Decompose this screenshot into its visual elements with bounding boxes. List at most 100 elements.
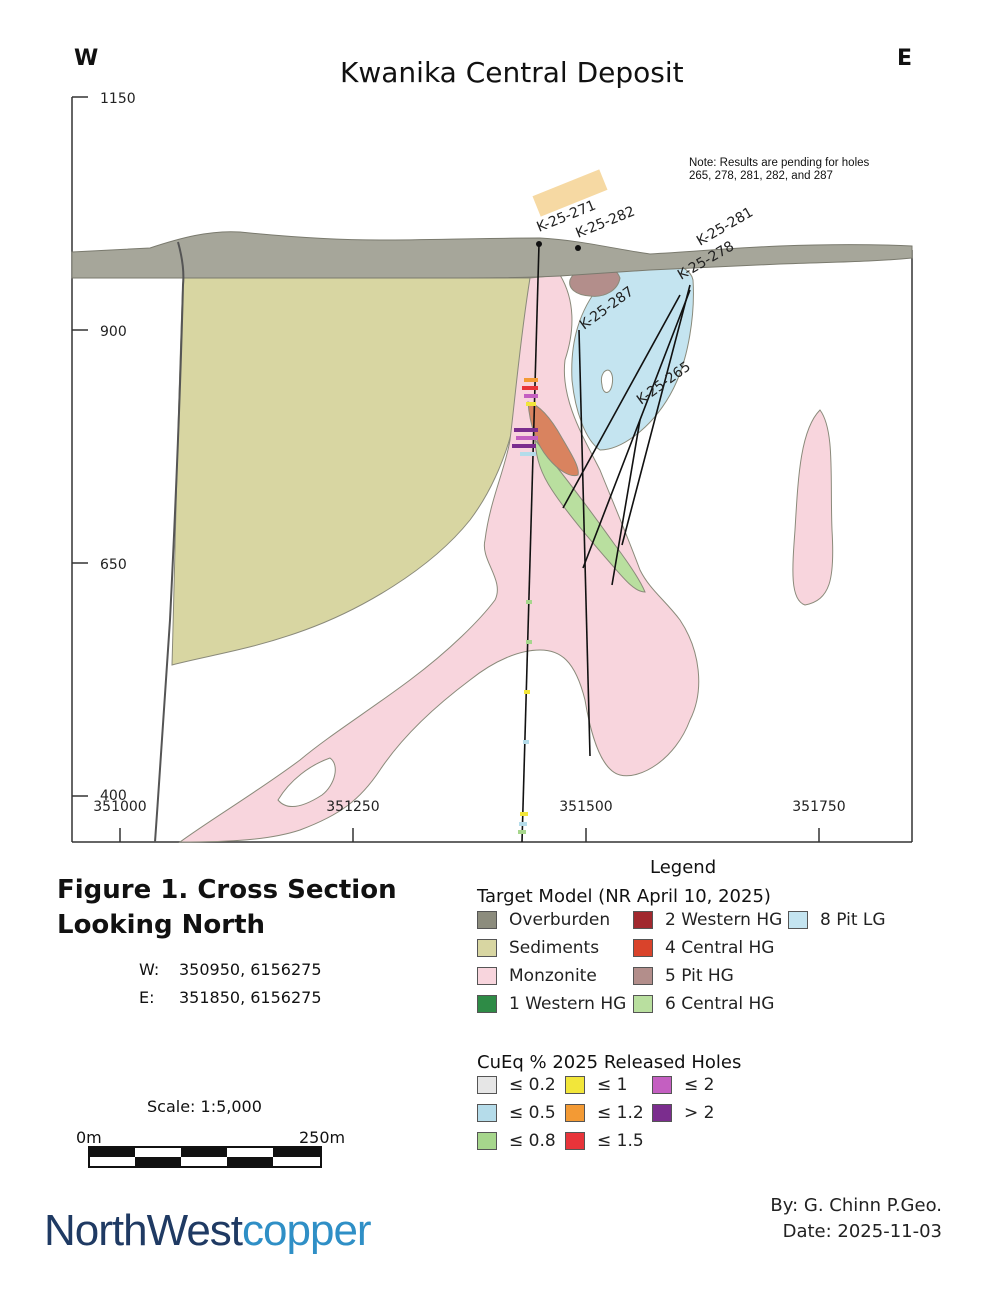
monzonite-inclusion	[277, 757, 336, 808]
assay-bar	[524, 394, 538, 398]
assay-bar	[526, 402, 536, 406]
central-hg-6-swatch	[633, 995, 653, 1013]
assay-bar	[520, 812, 528, 816]
elevation-label-1150: 1150	[100, 91, 136, 107]
legend-label: 6 Central HG	[665, 994, 775, 1014]
western-hg-1-swatch	[477, 995, 497, 1013]
easting-tick-marks	[119, 828, 820, 842]
pit-lg-8-swatch	[788, 911, 808, 929]
overburden-unit	[71, 231, 913, 279]
logo-part-northwest: NorthWest	[44, 1206, 243, 1255]
legend-item-western-hg-2: 2 Western HG	[633, 910, 782, 930]
assay-bar	[516, 436, 538, 440]
legend-label: ≤ 0.2	[509, 1075, 556, 1095]
figure-caption: Figure 1. Cross Section Looking North	[57, 873, 397, 943]
legend-label: ≤ 2	[684, 1075, 715, 1095]
central-hg-4-zone	[527, 401, 579, 477]
figure-caption-line-1: Figure 1. Cross Section	[57, 875, 397, 905]
sediments-unit	[171, 277, 531, 666]
legend-label: 1 Western HG	[509, 994, 627, 1014]
easting-label-351500: 351500	[559, 799, 612, 815]
cueq-item-1: ≤ 1	[565, 1075, 627, 1095]
legend-item-central-hg-4: 4 Central HG	[633, 938, 774, 958]
drill-trace-k25-265-a	[611, 419, 641, 586]
legend-label: 8 Pit LG	[820, 910, 886, 930]
w-coord-value: 350950, 6156275	[179, 960, 322, 979]
cueq-1-swatch	[565, 1076, 585, 1094]
figure-caption-line-2: Looking North	[57, 910, 266, 940]
assay-bars	[512, 378, 538, 834]
elevation-label-400: 400	[100, 788, 127, 804]
cueq-item-0-2: ≤ 0.2	[477, 1075, 556, 1095]
legend-item-sediments: Sediments	[477, 938, 599, 958]
cueq-item-1-2: ≤ 1.2	[565, 1103, 644, 1123]
drill-trace-k25-265-b	[621, 284, 691, 546]
legend-label: ≤ 1.2	[597, 1103, 644, 1123]
cueq-0-5-swatch	[477, 1104, 497, 1122]
legend-label: ≤ 0.5	[509, 1103, 556, 1123]
legend-title: Legend	[650, 857, 717, 878]
legend-label: Overburden	[509, 910, 611, 930]
author-line: By: G. Chinn P.Geo.	[770, 1195, 942, 1216]
assay-bar	[520, 452, 536, 456]
legend-label: Monzonite	[509, 966, 597, 986]
legend-label: ≤ 1.5	[597, 1131, 644, 1151]
scale-bar	[88, 1146, 322, 1168]
e-coord-label: E:	[139, 988, 155, 1007]
monzonite-unit-main	[178, 274, 700, 843]
drill-trace-k25-278	[582, 289, 691, 569]
scale-label: Scale: 1:5,000	[147, 1097, 262, 1116]
assay-bar	[526, 600, 532, 604]
northwestcopper-logo: NorthWestcopper	[44, 1206, 372, 1256]
easting-label-351000: 351000	[93, 799, 146, 815]
legend-item-monzonite: Monzonite	[477, 966, 597, 986]
drill-trace-k25-287	[578, 329, 591, 757]
assay-bar	[524, 378, 538, 382]
legend-item-overburden: Overburden	[477, 910, 610, 930]
scale-right-label: 250m	[299, 1128, 346, 1147]
assay-bar	[526, 640, 532, 644]
legend-item-pit-hg-5: 5 Pit HG	[633, 966, 734, 986]
assay-bar	[514, 428, 538, 432]
assay-bar	[523, 740, 529, 744]
assay-bar	[512, 444, 536, 448]
cueq-1-5-swatch	[565, 1132, 585, 1150]
overburden-swatch	[477, 911, 497, 929]
fault-line	[154, 241, 185, 843]
collar-k25-271	[536, 241, 542, 247]
cueq-item-0-5: ≤ 0.5	[477, 1103, 556, 1123]
k25-271-highlight	[532, 169, 608, 217]
easting-label-351750: 351750	[792, 799, 845, 815]
cueq-item-2: ≤ 2	[652, 1075, 714, 1095]
legend-label: 4 Central HG	[665, 938, 775, 958]
elevation-label-900: 900	[100, 324, 127, 340]
w-coord-label: W:	[139, 960, 160, 979]
east-marker: E	[897, 46, 913, 71]
central-hg-4-swatch	[633, 939, 653, 957]
cueq-item-gt-2: > 2	[652, 1103, 714, 1123]
cueq-0-2-swatch	[477, 1076, 497, 1094]
easting-label-351250: 351250	[326, 799, 379, 815]
cueq-1-2-swatch	[565, 1104, 585, 1122]
cueq-item-0-8: ≤ 0.8	[477, 1131, 556, 1151]
legend-item-western-hg-1: 1 Western HG	[477, 994, 626, 1014]
assay-bar	[518, 830, 526, 834]
elevation-label-650: 650	[100, 557, 127, 573]
collar-k25-282	[575, 245, 581, 251]
legend-label: ≤ 0.8	[509, 1131, 556, 1151]
pending-note: Note: Results are pending for holes 265,…	[689, 157, 869, 183]
date-line: Date: 2025-11-03	[782, 1221, 942, 1242]
assay-bar	[522, 386, 538, 390]
monzonite-unit-east	[792, 409, 834, 606]
legend-label: > 2	[684, 1103, 715, 1123]
west-marker: W	[74, 46, 99, 71]
assay-bar	[519, 822, 527, 826]
monzonite-swatch	[477, 967, 497, 985]
sediments-swatch	[477, 939, 497, 957]
legend-item-pit-lg-8: 8 Pit LG	[788, 910, 886, 930]
pending-note-line-2: 265, 278, 281, 282, and 287	[689, 170, 833, 182]
pit-lg-inclusion	[600, 369, 613, 393]
pit-hg-5-swatch	[633, 967, 653, 985]
target-model-title: Target Model (NR April 10, 2025)	[477, 886, 771, 907]
western-hg-2-swatch	[633, 911, 653, 929]
